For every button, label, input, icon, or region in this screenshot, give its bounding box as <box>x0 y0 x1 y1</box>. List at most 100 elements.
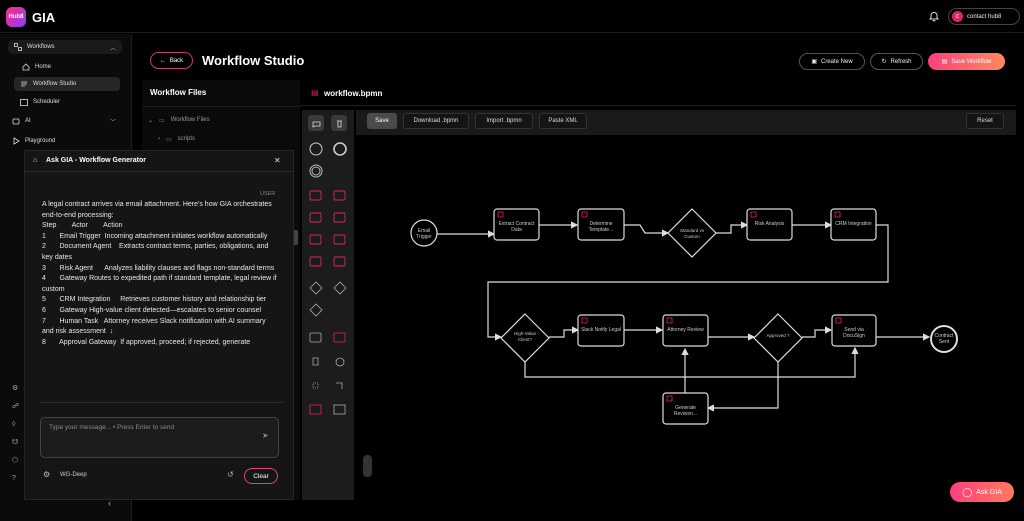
user-name: contact hub8 <box>967 13 1002 20</box>
gateway-high-value[interactable]: High-Value Client? <box>514 331 536 342</box>
back-button[interactable]: ← Back <box>150 52 193 69</box>
save-button[interactable]: Save <box>367 113 397 129</box>
bpmn-canvas[interactable] <box>356 110 1016 500</box>
files-title: Workflow Files <box>150 88 207 97</box>
arrow-left-icon: ← <box>159 57 166 64</box>
model-selector[interactable]: WG-Deep <box>60 472 87 478</box>
import-bpmn-button[interactable]: Import .bpmn <box>475 113 533 129</box>
file-plus-icon: ▣ <box>811 59 817 65</box>
history-icon[interactable]: ↺ <box>227 470 234 479</box>
ask-gia-button[interactable]: ◯ Ask GIA <box>950 482 1014 502</box>
sidebar-item-label: Playground <box>25 138 56 144</box>
gear-icon[interactable]: ⚙ <box>43 470 51 479</box>
sidebar-item-label: Workflows <box>27 44 55 50</box>
team-icon[interactable]: ☋ <box>12 439 19 446</box>
message-line: 3 Risk Agent Analyzes liability clauses … <box>42 264 275 272</box>
save-workflow-button[interactable]: ▤ Save Workflow <box>928 53 1005 70</box>
sidebar-item-label: Scheduler <box>33 99 61 105</box>
palette-tools-icon[interactable] <box>306 138 352 418</box>
message-line: 7 Human Task Attorney receives Slack not… <box>42 317 268 336</box>
send-icon[interactable]: ➤ <box>262 431 269 440</box>
settings-icon[interactable]: ⚙ <box>12 385 19 392</box>
create-new-button[interactable]: ▣ Create New <box>799 53 865 70</box>
sidebar-item-workflows[interactable]: Workflows ︿ <box>8 40 122 54</box>
node-risk-analysis[interactable]: Risk Analysis <box>754 221 785 227</box>
back-label: Back <box>169 57 184 64</box>
chat-message: A legal contract arrives via email attac… <box>42 200 278 348</box>
chat-bubble-icon: ◯ <box>962 486 973 497</box>
bpmn-diagram[interactable] <box>356 135 1016 500</box>
paste-xml-button[interactable]: Paste XML <box>539 113 587 129</box>
bpmn-palette <box>302 110 354 500</box>
message-line: 8 Approval Gateway If approved, proceed;… <box>42 338 251 346</box>
panel-resize-handle[interactable] <box>292 230 298 245</box>
chevron-up-icon: ︿ <box>109 45 116 52</box>
folder-workflow-files[interactable]: ⌄ ▭ Workflow Files <box>148 117 210 124</box>
node-attorney-review[interactable]: Attorney Review <box>667 327 704 333</box>
avatar: C <box>952 11 963 22</box>
reset-button[interactable]: Reset <box>966 113 1004 129</box>
message-input[interactable]: Type your message... • Press Enter to se… <box>40 417 279 458</box>
ask-gia-label: Ask GIA <box>976 488 1002 496</box>
node-contract-sent[interactable]: Contract Sent <box>934 333 954 345</box>
sidebar-item-ai[interactable]: AI ﹀ <box>6 114 122 128</box>
message-line: 1 Email Trigger Incoming attachment init… <box>42 232 268 240</box>
folder-scripts[interactable]: ›▭ scripts <box>158 136 195 143</box>
node-crm-integration[interactable]: CRM Integration <box>835 221 872 227</box>
robot-icon: ⌂ <box>33 157 38 164</box>
message-line: Step Actor Action <box>42 222 123 230</box>
workflow-icon <box>14 43 22 51</box>
sidebar-item-playground[interactable]: Playground <box>6 134 61 148</box>
sidebar-item-scheduler[interactable]: Scheduler <box>14 95 66 109</box>
node-determine-template[interactable]: Determine Template... <box>588 221 614 233</box>
file-icon: ▤ <box>311 88 319 97</box>
chat-title: Ask GIA - Workflow Generator <box>46 157 146 164</box>
user-menu[interactable]: C contact hub8 <box>948 8 1020 25</box>
node-generate-revision[interactable]: Generate Revision... <box>673 405 698 417</box>
gateway-approved[interactable]: Approved ? <box>766 333 790 338</box>
divider <box>24 171 294 172</box>
delete-tool-icon[interactable] <box>331 115 347 131</box>
folder-icon: ▭ <box>166 137 172 143</box>
sidebar-item-home[interactable]: Home <box>16 60 57 74</box>
node-send-docusign[interactable]: Send via DocuSign <box>843 327 865 339</box>
sidebar-item-label: Workflow Studio <box>33 81 77 87</box>
hand-tool-icon[interactable] <box>308 115 324 131</box>
chevron-down-icon: ﹀ <box>109 119 116 126</box>
editor-tab[interactable]: workflow.bpmn <box>324 89 383 98</box>
folder-icon: ▭ <box>159 118 165 124</box>
sidebar-item-label: AI <box>25 118 31 124</box>
folder-label: scripts <box>177 136 196 142</box>
message-line: 6 Gateway High-value client detected—esc… <box>42 306 262 314</box>
close-icon[interactable]: ✕ <box>274 156 281 165</box>
hub8-logo[interactable]: Hub8 <box>6 7 26 27</box>
node-extract-contract[interactable]: Extract Contract Data <box>498 221 535 233</box>
message-line: 4 Gateway Routes to expedited path if st… <box>42 275 279 293</box>
message-line: 2 Document Agent Extracts contract terms… <box>42 243 271 261</box>
clear-button[interactable]: Clear <box>244 468 278 484</box>
role-label: USER <box>260 191 276 197</box>
studio-icon <box>21 81 27 87</box>
refresh-button[interactable]: ↻ Refresh <box>870 53 923 70</box>
users-icon[interactable]: ☍ <box>12 403 20 410</box>
top-bar <box>0 0 1024 33</box>
gateway-standard-custom[interactable]: Standard vs Custom <box>679 228 704 239</box>
save-icon: ▤ <box>941 59 948 65</box>
node-email-trigger[interactable]: Email Trigger <box>416 228 432 240</box>
play-icon <box>13 137 20 145</box>
minimap-toggle[interactable] <box>363 455 372 477</box>
bell-icon[interactable] <box>928 10 940 22</box>
folder-label: Workflow Files <box>170 117 210 123</box>
sidebar-collapsed-icons: ⚙ ☍ ◊ ☋ ⬡ ? <box>12 380 20 490</box>
help-icon[interactable]: ? <box>12 475 16 482</box>
divider <box>40 402 284 403</box>
collapse-sidebar-icon[interactable]: ‹ <box>108 498 111 508</box>
ai-icon <box>12 118 20 125</box>
message-line: 5 CRM Integration Retrieves customer his… <box>42 296 267 304</box>
shield-icon[interactable]: ◊ <box>12 421 16 428</box>
download-bpmn-button[interactable]: Download .bpmn <box>403 113 469 129</box>
chevron-down-icon: ⌄ <box>148 118 154 124</box>
sidebar-item-workflow-studio[interactable]: Workflow Studio <box>14 77 120 91</box>
box-icon[interactable]: ⬡ <box>12 457 19 464</box>
node-slack-notify[interactable]: Slack Notify Legal <box>580 327 622 333</box>
